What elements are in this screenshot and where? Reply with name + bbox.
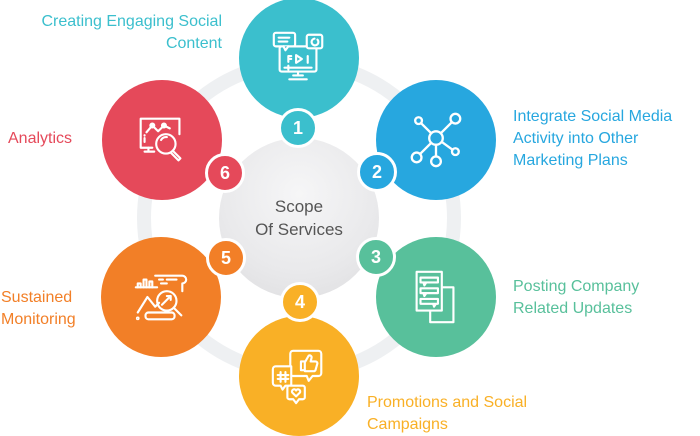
step-badge-4: 4 <box>280 282 320 322</box>
node-5 <box>101 237 221 357</box>
document-messages-icon <box>415 270 455 324</box>
social-chat-bubbles-icon <box>271 349 323 405</box>
step-badge-2: 2 <box>357 152 397 192</box>
report-magnifier-icon <box>134 274 188 321</box>
center-title-line1: Scope <box>274 197 324 216</box>
center-hub: Scope Of Services <box>219 138 379 298</box>
label-promotions-social-campaigns: Promotions and Social Campaigns <box>367 394 528 433</box>
step-badge-1: 1 <box>278 108 318 148</box>
label-sustained-monitoring: Sustained Monitoring <box>1 289 76 328</box>
node-2 <box>376 80 496 200</box>
social-content-monitor-icon <box>272 31 324 81</box>
label-posting-company-updates: Posting Company Related Updates <box>513 278 640 317</box>
node-3 <box>376 237 496 357</box>
step-badge-5: 5 <box>206 238 246 278</box>
node-6 <box>102 80 222 200</box>
label-analytics: Analytics <box>8 130 73 147</box>
center-title-line2: Of Services <box>255 220 343 239</box>
node-1 <box>239 0 359 118</box>
analytics-magnifier-icon <box>139 117 182 162</box>
network-nodes-icon <box>410 112 462 168</box>
label-integrate-social-media: Integrate Social Media Activity into Oth… <box>513 108 673 169</box>
node-4 <box>239 316 359 436</box>
step-badge-6: 6 <box>205 153 245 193</box>
label-creating-engaging-social-content: Creating Engaging Social Content <box>41 13 222 52</box>
step-badge-3: 3 <box>356 237 396 277</box>
